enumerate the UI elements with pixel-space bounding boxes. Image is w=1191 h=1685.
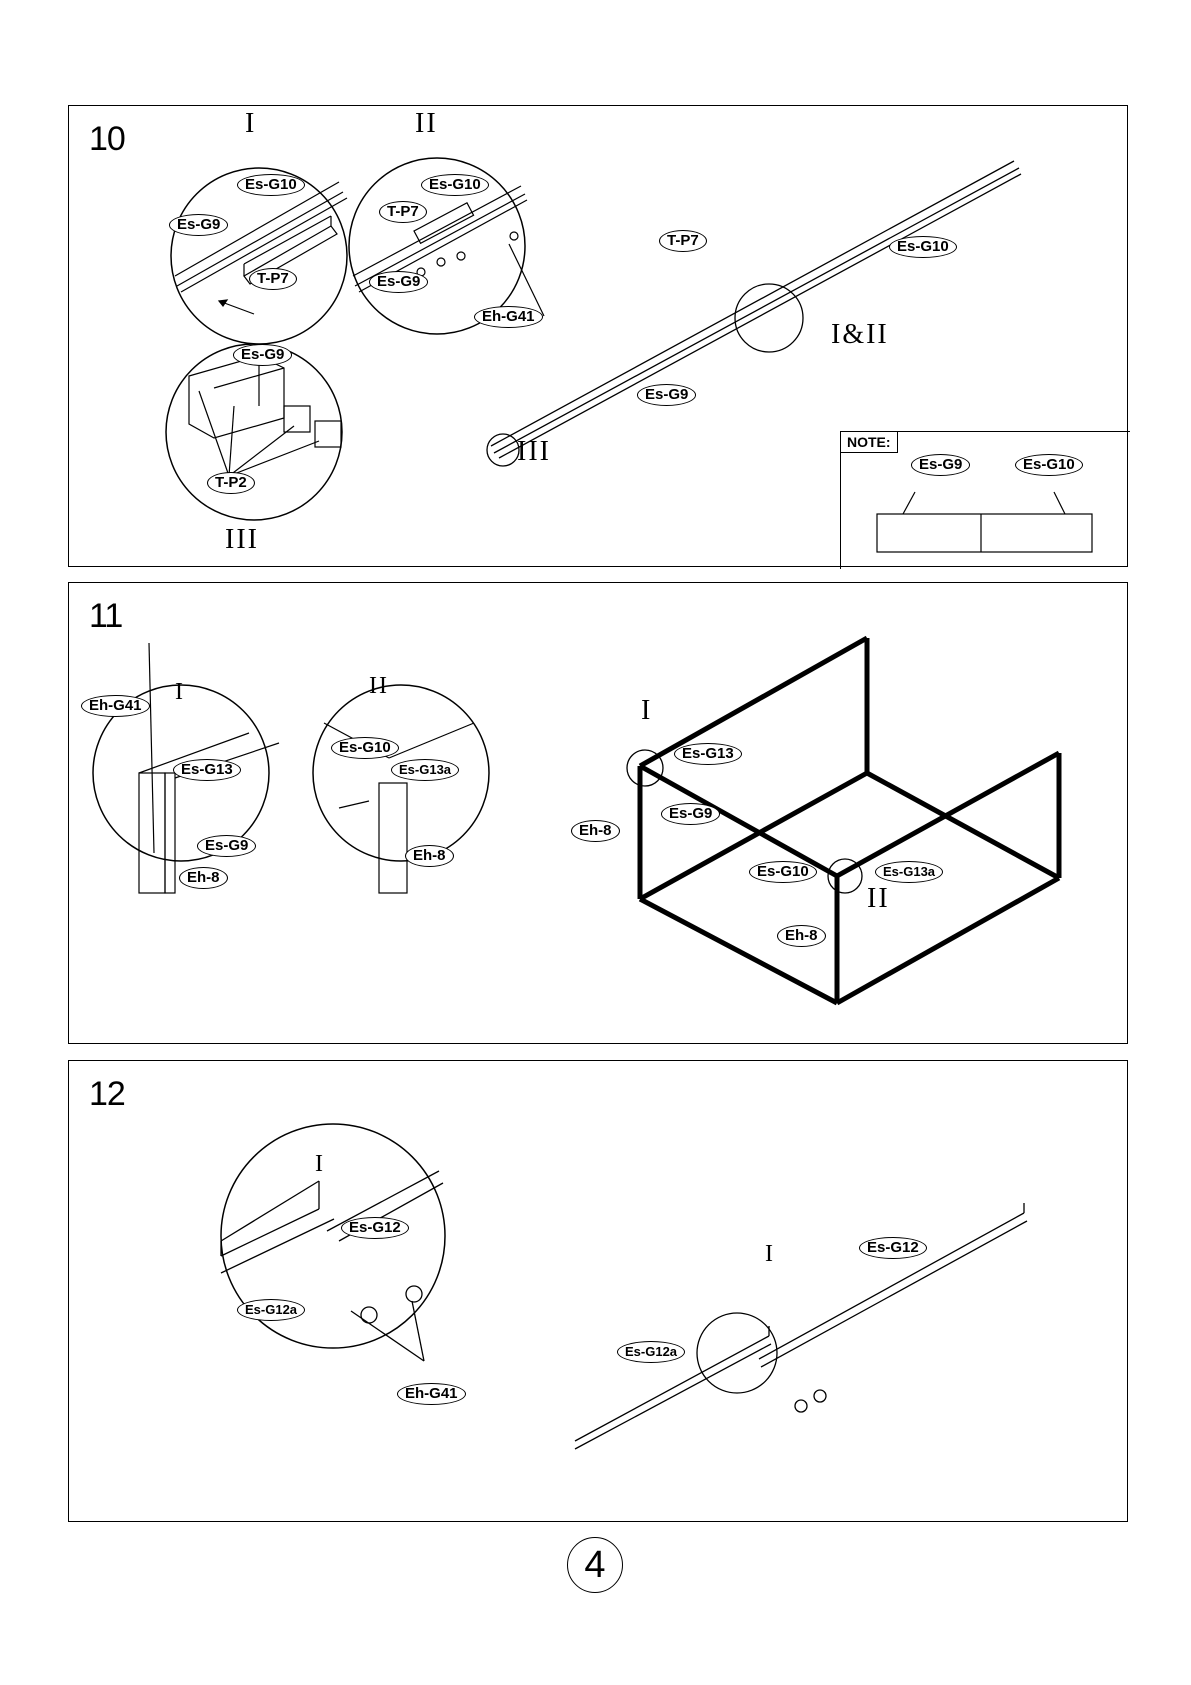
page-number-badge: 4 (567, 1537, 623, 1593)
main-rail-step-10 (487, 161, 1021, 466)
detail-label: I (245, 108, 256, 140)
part-label: Es-G12 (859, 1237, 927, 1259)
detail-label: I (315, 1151, 325, 1178)
part-label: Es-G10 (421, 174, 489, 196)
part-label: Eh-8 (777, 925, 826, 947)
part-label: Es-G13 (173, 759, 241, 781)
part-label: Es-G10 (331, 737, 399, 759)
part-label: Es-G10 (889, 236, 957, 258)
part-label: Eh-G41 (397, 1383, 466, 1405)
detail-label: II (369, 673, 389, 700)
detail-label: I (765, 1241, 775, 1268)
part-label: Es-G9 (197, 835, 256, 857)
detail-label: III (517, 436, 551, 468)
step-number: 10 (89, 120, 125, 159)
step-11-drawing (69, 583, 1129, 1045)
part-label: Es-G13a (391, 759, 459, 781)
part-label: Eh-G41 (474, 306, 543, 328)
part-label: Es-G9 (369, 271, 428, 293)
detail-label: II (415, 108, 438, 140)
part-label: Es-G10 (237, 174, 305, 196)
main-rail-step-12 (575, 1203, 1027, 1449)
part-label: Es-G9 (233, 344, 292, 366)
part-label: Es-G12 (341, 1217, 409, 1239)
rail-joint-detail-I (221, 1171, 443, 1361)
part-label: Eh-8 (571, 820, 620, 842)
rail-detail-III (189, 356, 341, 476)
detail-label: I (641, 695, 652, 727)
part-label: Eh-8 (405, 845, 454, 867)
part-label: T-P7 (659, 230, 707, 252)
part-label: Es-G9 (169, 214, 228, 236)
detail-label: III (225, 524, 259, 556)
part-label: T-P2 (207, 472, 255, 494)
part-label: Es-G9 (661, 803, 720, 825)
step-12-panel: 12 I I Es-G12 Es-G12a Eh-G41 Es-G12 Es-G… (68, 1060, 1128, 1522)
part-label: Es-G10 (1015, 454, 1083, 476)
step-11-panel: 11 I II I II Eh-G41 Es-G13 Es-G9 Eh-8 Es… (68, 582, 1128, 1044)
step-number: 12 (89, 1075, 125, 1114)
part-label: Es-G12a (617, 1341, 685, 1363)
part-label: Es-G13 (674, 743, 742, 765)
step-10-panel: 10 I II III I&II III Es-G10 Es-G9 T-P7 E… (68, 105, 1128, 567)
rail-detail-I (175, 182, 347, 314)
part-label: Es-G9 (637, 384, 696, 406)
step-12-drawing (69, 1061, 1129, 1523)
page-number: 4 (584, 1544, 605, 1586)
part-label: Es-G12a (237, 1299, 305, 1321)
step-number: 11 (89, 597, 122, 636)
part-label: Es-G9 (911, 454, 970, 476)
part-label: Es-G13a (875, 861, 943, 883)
detail-label: II (867, 883, 890, 915)
detail-label: I (175, 679, 185, 706)
part-label: Eh-G41 (81, 695, 150, 717)
detail-label: I&II (831, 319, 889, 351)
part-label: Eh-8 (179, 867, 228, 889)
part-label: Es-G10 (749, 861, 817, 883)
note-box: NOTE: Es-G9 Es-G10 (840, 431, 1130, 569)
part-label: T-P7 (379, 201, 427, 223)
part-label: T-P7 (249, 268, 297, 290)
note-label: NOTE: (841, 432, 898, 453)
